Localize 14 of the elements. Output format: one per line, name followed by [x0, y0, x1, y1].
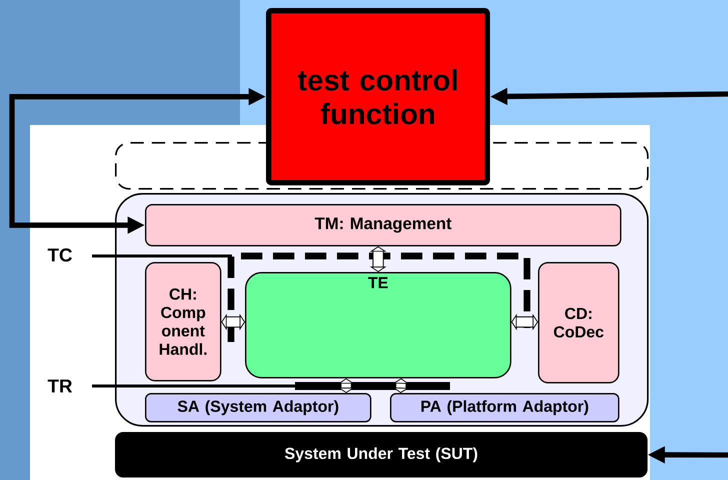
double-arrow	[511, 314, 538, 330]
interface-label: TC	[48, 248, 72, 262]
component-box: CH: Comp onent Handl.	[145, 262, 222, 382]
double-arrow	[370, 246, 386, 272]
control-function-box: test control function	[266, 8, 490, 186]
adaptor-box: SA (System Adaptor)	[145, 393, 372, 422]
executable-box: TE	[245, 272, 512, 378]
interface-label: TR	[48, 380, 72, 392]
component-box: TM: Management	[145, 204, 622, 246]
component-box: CD: CoDec	[538, 262, 620, 384]
double-arrow	[338, 378, 354, 393]
sut-bar: System Under Test (SUT)	[115, 432, 648, 478]
double-arrow	[221, 314, 245, 330]
adaptor-box: PA (Platform Adaptor)	[390, 393, 620, 422]
